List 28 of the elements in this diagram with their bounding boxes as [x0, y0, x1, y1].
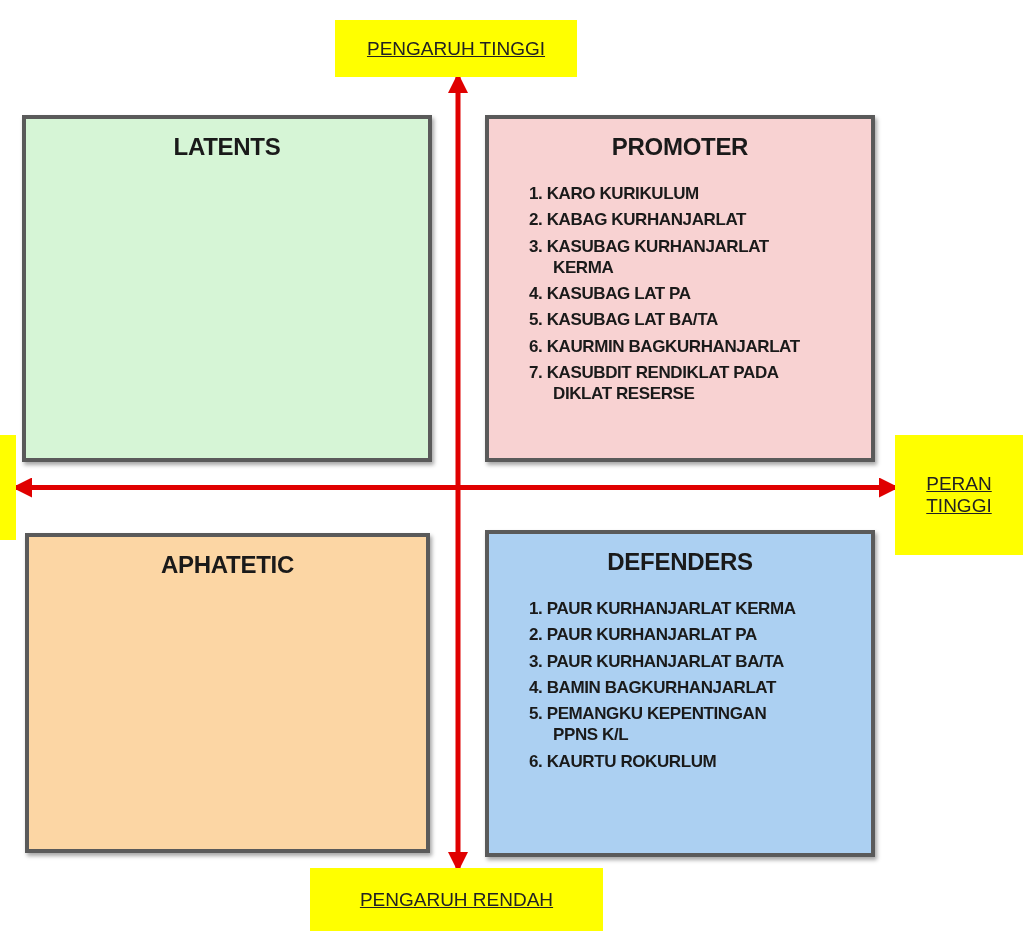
- quadrant-heading: PROMOTER: [611, 133, 749, 161]
- list-item: 1. KARO KURIKULUM: [529, 183, 699, 205]
- quadrant-heading: APHATETIC: [161, 551, 294, 579]
- list-item: 4. KASUBAG LAT PA: [529, 283, 691, 305]
- list-item: 4. BAMIN BAGKURHANJARLAT: [529, 676, 776, 698]
- axis-label-box: [310, 868, 603, 931]
- list-item: 3. PAUR KURHANJARLAT BA/TA: [529, 650, 784, 672]
- list-item: 2. KABAG KURHANJARLAT: [529, 209, 746, 231]
- quadrant-box: [485, 115, 875, 462]
- quadrant-box: [25, 533, 430, 853]
- axis-label-box: [895, 435, 1023, 555]
- list-item: 6. KAURMIN BAGKURHANJARLAT: [529, 335, 800, 357]
- quadrant-heading: DEFENDERS: [607, 548, 753, 576]
- list-item: 5. KASUBAG LAT BA/TA: [529, 309, 718, 331]
- list-item: 1. PAUR KURHANJARLAT KERMA: [529, 598, 796, 620]
- list-item: 6. KAURTU ROKURLUM: [529, 750, 717, 772]
- axis-label-box: [335, 20, 577, 77]
- axis-label: PENGARUH TINGGI: [366, 37, 546, 60]
- list-item: 7. KASUBDIT RENDIKLAT PADA DIKLAT RESERSE: [529, 361, 780, 405]
- empty-label-box: [0, 435, 16, 540]
- list-item: 2. PAUR KURHANJARLAT PA: [529, 624, 757, 646]
- axis-label: PERAN TINGGI: [925, 473, 993, 517]
- quadrant-box: [22, 115, 432, 462]
- list-item: 5. PEMANGKU KEPENTINGAN PPNS K/L: [529, 703, 768, 746]
- quadrant-box: [485, 530, 875, 857]
- axis-label: PENGARUH RENDAH: [359, 888, 554, 911]
- list-item: 3. KASUBAG KURHANJARLAT KERMA: [529, 235, 770, 278]
- quadrant-heading: LATENTS: [173, 133, 281, 161]
